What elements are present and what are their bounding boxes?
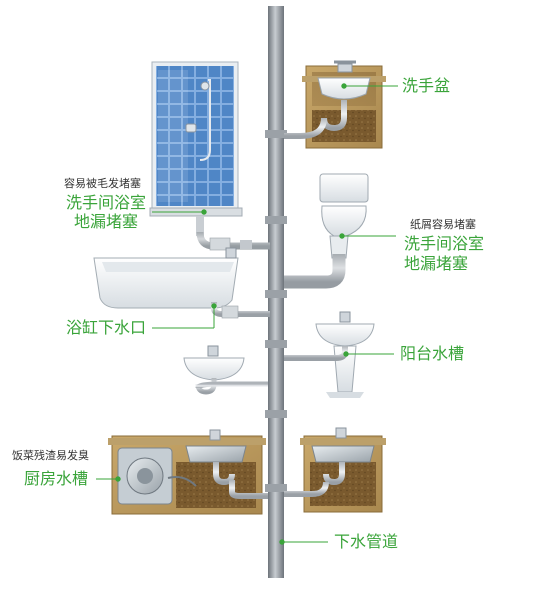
small-wall-sink (183, 345, 268, 395)
label-bathtub-drain: 浴缸下水口 (66, 318, 147, 337)
toilet (319, 173, 369, 259)
kitchen-cabinet (108, 429, 268, 515)
label-bathroom-floor-drain-right-2: 地漏堵塞 (404, 254, 469, 273)
label-bathroom-floor-drain-left-1: 洗手间浴室 (66, 193, 147, 212)
label-drain-pipe: 下水管道 (334, 532, 399, 551)
wash-basin-cabinet (284, 60, 386, 149)
label-paper-clog-note: 纸屑容易堵塞 (410, 218, 476, 231)
label-kitchen-sink: 厨房水槽 (24, 469, 89, 488)
balcony-sink-cabinet (284, 427, 386, 513)
shower-floor-drain-pipe (196, 216, 270, 251)
label-wash-basin: 洗手盆 (402, 76, 451, 95)
label-bathroom-floor-drain-right-1: 洗手间浴室 (404, 234, 485, 253)
label-hair-clog-note: 容易被毛发堵塞 (64, 177, 141, 190)
toilet-drain-pipe (284, 254, 346, 289)
label-balcony-sink: 阳台水槽 (400, 344, 465, 363)
balcony-pedestal-sink (284, 311, 375, 398)
label-bathroom-floor-drain-left-2: 地漏堵塞 (74, 212, 139, 231)
callout-lines (96, 83, 398, 545)
label-food-waste-note: 饭菜残渣易发臭 (12, 449, 89, 462)
main-drain-pipe (265, 6, 287, 578)
bathtub (93, 247, 239, 309)
shower-enclosure (149, 61, 243, 217)
